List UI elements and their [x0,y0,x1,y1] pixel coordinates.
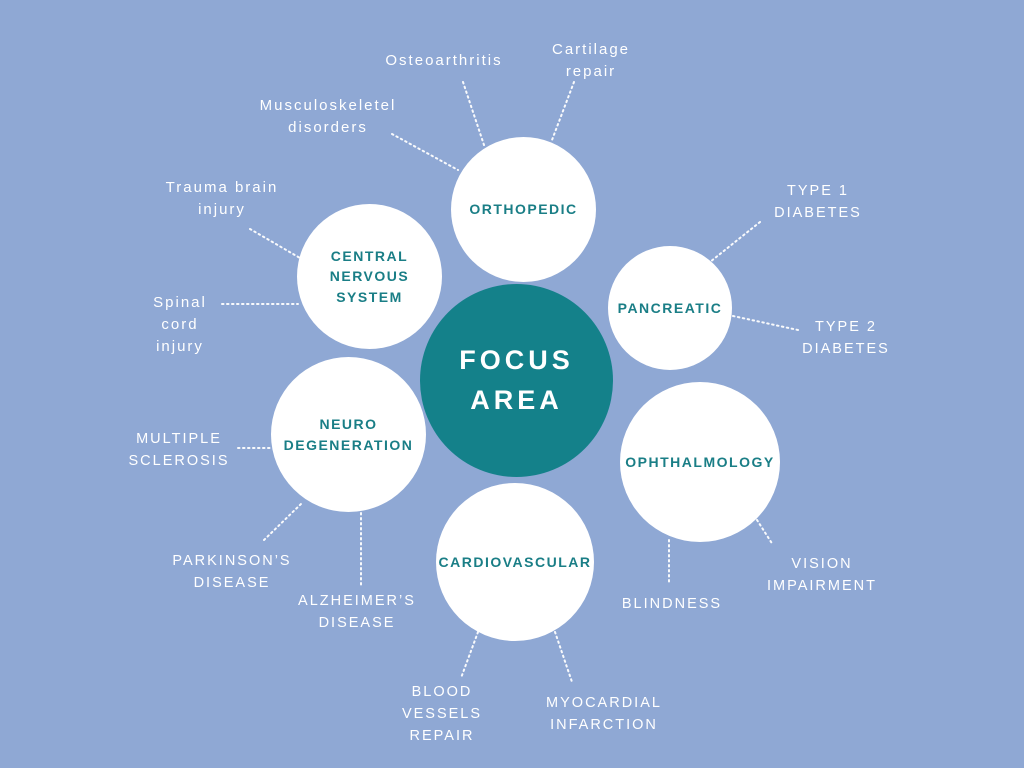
label-blindness: BLINDNESS [621,596,723,612]
connector-parkinsons [263,502,303,541]
node-cardiovascular-label: CARDIOVASCULAR [438,553,592,570]
focus-area-center: FOCUS AREA [420,284,613,477]
node-ophthalmology-label: OPHTHALMOLOGY [625,453,775,470]
focus-area-label: FOCUS AREA [459,345,574,415]
node-pancreatic-label: PANCREATIC [617,299,723,316]
label-type-2-diabetes: TYPE 2 DIABETES [802,319,890,357]
node-cns-label: CENTRAL NERVOUS SYSTEM [329,248,410,305]
connector-vision [756,519,774,546]
label-musculoskeletel-disorders: Musculoskeletel disorders [259,97,397,136]
label-spinal-cord-injury: Spinal cord injury [153,294,207,355]
label-trauma-brain-injury: Trauma brain injury [165,179,279,218]
label-cartilage-repair: Cartilage repair [551,41,631,80]
label-myocardial-infarction: MYOCARDIAL INFARCTION [546,695,662,733]
node-orthopedic: ORTHOPEDIC [451,137,596,282]
label-parkinsons-disease: PARKINSON’S DISEASE [172,553,292,591]
connector-osteoarthritis [462,81,485,146]
node-ophthalmology: OPHTHALMOLOGY [620,382,780,542]
node-cardiovascular: CARDIOVASCULAR [436,483,594,641]
connector-blood-vessels [460,631,479,679]
label-vision-impairment: VISION IMPAIRMENT [767,556,877,594]
label-blood-vessels-repair: BLOOD VESSELS REPAIR [401,684,483,744]
label-type-1-diabetes: TYPE 1 DIABETES [774,183,862,221]
connector-trauma-brain [249,228,301,259]
label-osteoarthritis: Osteoarthritis [385,52,503,69]
node-neuro-degeneration: NEURO DEGENERATION [271,357,426,512]
connector-musculoskeletal [391,133,459,171]
node-orthopedic-label: ORTHOPEDIC [469,201,578,218]
connector-myocardial [554,631,573,683]
node-central-nervous-system: CENTRAL NERVOUS SYSTEM [297,204,442,349]
node-neuro-label: NEURO DEGENERATION [283,416,414,453]
connector-type1 [709,221,761,263]
label-multiple-sclerosis: MULTIPLE SCLEROSIS [128,431,230,469]
label-alzheimers-disease: ALZHEIMER’S DISEASE [298,593,416,631]
connector-cartilage [551,81,575,141]
node-pancreatic: PANCREATIC [608,246,732,370]
connector-type2 [732,315,799,331]
